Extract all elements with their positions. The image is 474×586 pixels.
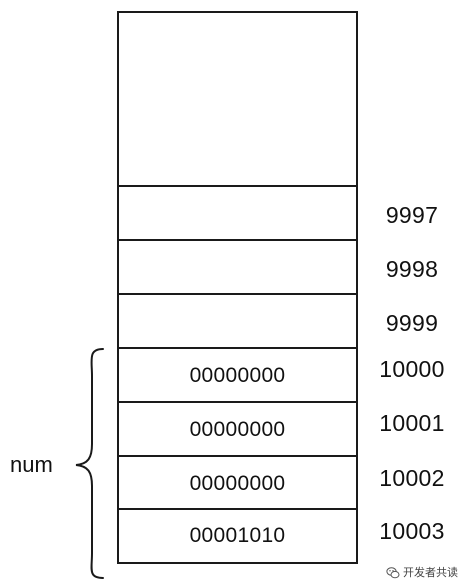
memory-column <box>117 11 358 564</box>
address-9999: 9999 <box>385 310 439 336</box>
wechat-icon <box>386 567 400 579</box>
address-9997: 9997 <box>385 202 439 228</box>
cell-value-10003: 00001010 <box>189 524 286 547</box>
address-9998: 9998 <box>385 256 439 282</box>
address-10003: 10003 <box>379 518 445 544</box>
cell-value-10000: 00000000 <box>189 364 286 387</box>
address-10001: 10001 <box>379 410 445 436</box>
address-10000: 10000 <box>379 356 445 382</box>
cell-value-10002: 00000000 <box>189 472 286 495</box>
num-curly-brace <box>75 348 104 579</box>
watermark-text: 开发者共读 <box>403 567 458 579</box>
cell-value-10001: 00000000 <box>189 418 286 441</box>
address-10002: 10002 <box>379 465 445 491</box>
watermark: 开发者共读 <box>386 566 458 580</box>
variable-label-num: num <box>10 452 53 477</box>
